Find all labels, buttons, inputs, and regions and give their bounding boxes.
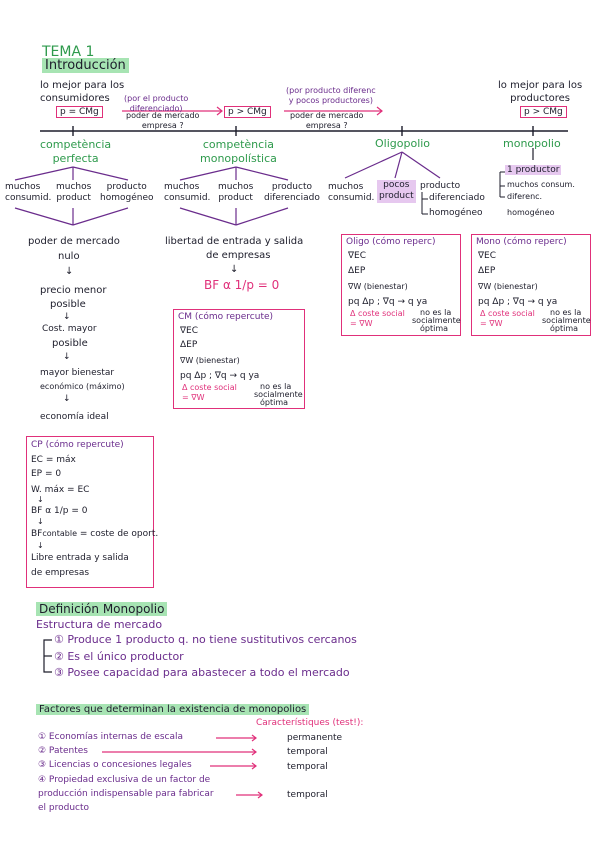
oligo-branch-c2: homogéneo — [429, 208, 483, 218]
cm-chain-0: libertad de entrada y salida — [165, 236, 304, 247]
mono-branch-b: muchos consum. — [507, 180, 575, 189]
def-sub: Estructura de mercado — [36, 618, 163, 631]
oligo-box: Oligo (cómo reperc) ∇EC ΔEP ∇W (bienesta… — [341, 234, 461, 336]
factor-item-2: ② Patentes — [38, 746, 88, 756]
intro-heading: Introducción — [42, 58, 129, 73]
factor-item-4b: producción indispensable para fabricar — [38, 789, 214, 799]
cm-chain-1: de empresas — [206, 250, 271, 261]
mono-branch-d: homogéneo — [507, 208, 555, 217]
arrow-down-icon: ↓ — [230, 264, 239, 275]
factor-char-3: temporal — [287, 762, 328, 772]
cp-chain-4: Cost. mayor — [42, 324, 97, 334]
market-oligo: Oligopolio — [375, 137, 431, 150]
oligo-branch-c: producto — [420, 181, 461, 191]
factor-item-3: ③ Licencias o concesiones legales — [38, 760, 192, 770]
factor-char-1: permanente — [287, 733, 343, 743]
cm-box: CM (cómo repercute) ∇EC ΔEP ∇W (bienesta… — [173, 309, 305, 409]
cp-chain-7: económico (máximo) — [40, 382, 125, 391]
arrow-down-icon: ↓ — [65, 266, 74, 277]
factor-item-4c: el producto — [38, 803, 90, 813]
factor-item-4: ④ Propiedad exclusiva de un factor de — [38, 775, 211, 785]
cp-chain-5: posible — [52, 338, 88, 349]
cm-chain-2: BF α 1/p = 0 — [204, 278, 280, 292]
cp-chain-6: mayor bienestar — [40, 368, 115, 378]
def-item-3: ③ Posee capacidad para abastecer a todo … — [54, 666, 350, 679]
def-item-2: ② Es el único productor — [54, 650, 184, 663]
mono-box: Mono (cómo reperc) ∇EC ΔEP ∇W (bienestar… — [471, 234, 591, 336]
factor-item-1: ① Economías internas de escala — [38, 732, 184, 742]
factors-title: Factores que determinan la existencia de… — [36, 704, 310, 715]
cp-chain-1: nulo — [58, 251, 80, 262]
cp-chain-0: poder de mercado — [28, 236, 120, 247]
tema-label: TEMA 1 — [42, 44, 95, 60]
cp-chain-3: posible — [50, 299, 86, 310]
oligo-branch-c1: diferenciado — [429, 193, 485, 203]
mono-branch-c: diferenc. — [507, 192, 543, 201]
left-formula: p = CMg — [56, 106, 103, 118]
arrow-down-icon: ↓ — [63, 394, 71, 404]
right-formula: p > CMg — [520, 106, 567, 118]
factor-char-4: temporal — [287, 790, 328, 800]
market-mono: monopolio — [503, 137, 561, 150]
arrow-down-icon: ↓ — [63, 352, 71, 362]
mid-formula: p > CMg — [224, 106, 271, 118]
factor-char-2: temporal — [287, 747, 328, 757]
arrow-down-icon: ↓ — [63, 312, 71, 322]
cp-chain-2: precio menor — [40, 285, 107, 296]
def-title: Definición Monopolio — [36, 602, 168, 616]
def-item-1: ① Produce 1 producto q. no tiene sustitu… — [54, 633, 357, 646]
cp-box: CP (cómo repercute) EC = máx EP = 0 W. m… — [26, 436, 158, 588]
cp-chain-8: economía ideal — [40, 412, 109, 422]
factors-char-title: Característiques (test!): — [256, 718, 364, 728]
mono-branch-a: 1 productor — [505, 165, 562, 175]
